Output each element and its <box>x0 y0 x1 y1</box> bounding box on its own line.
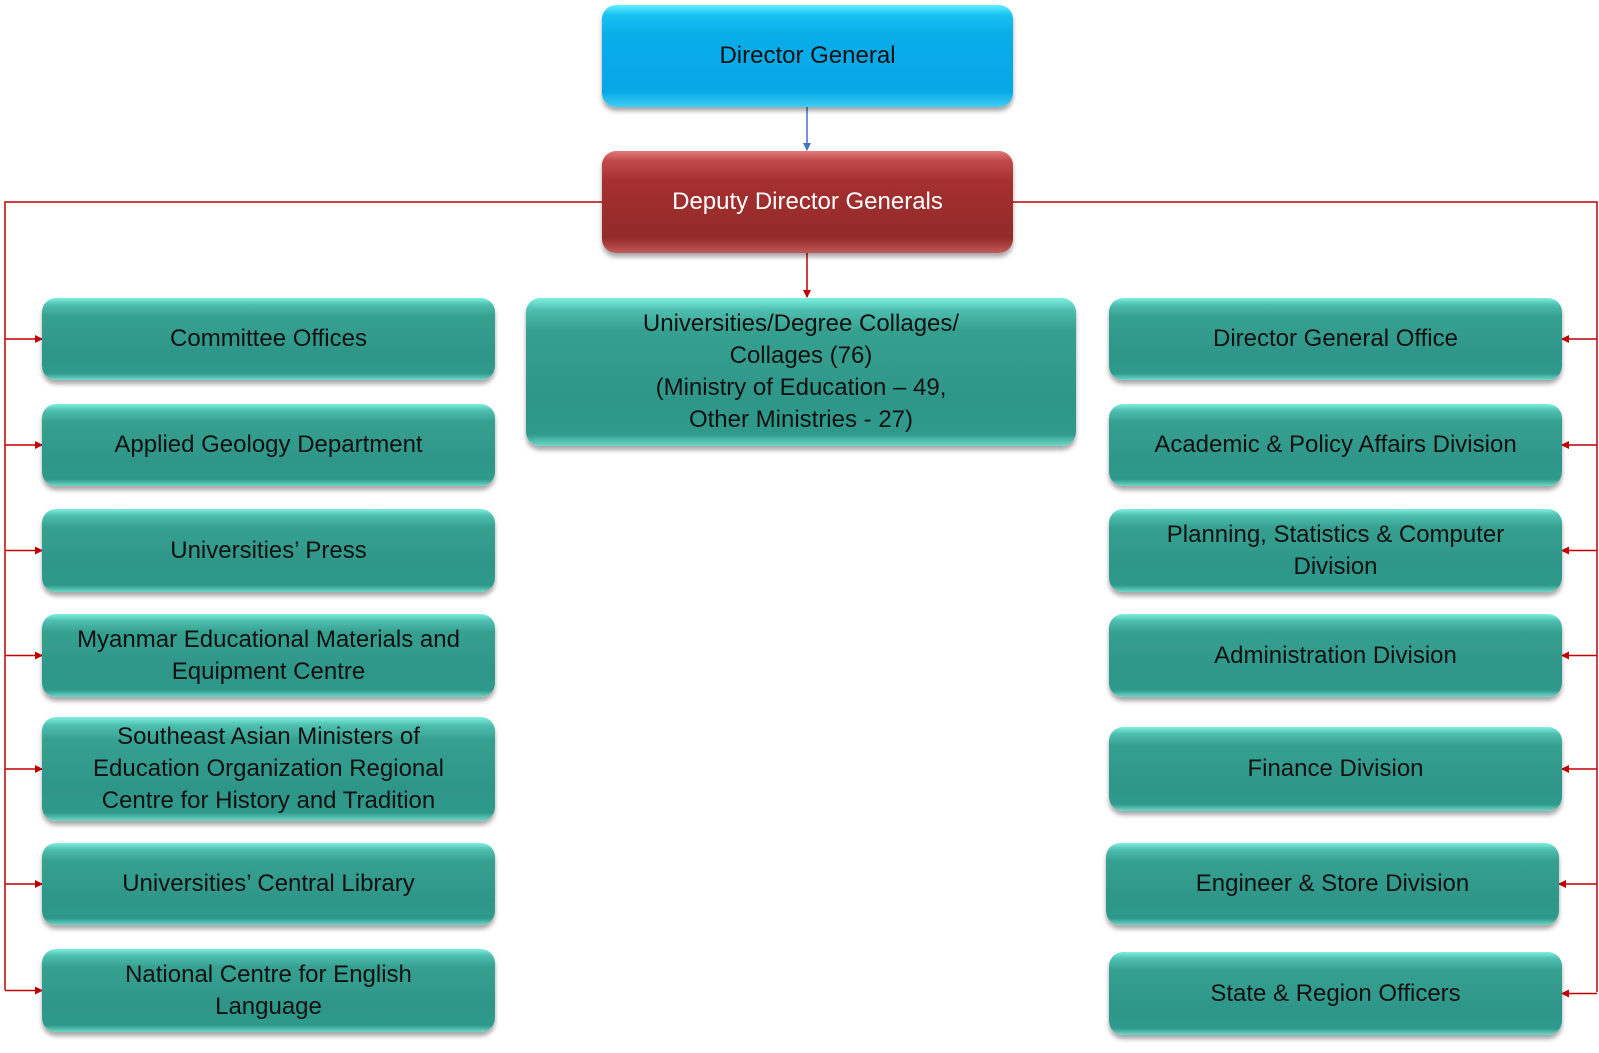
right-unit-box: Administration Division <box>1109 614 1562 697</box>
left-unit-box: Committee Offices <box>42 298 495 380</box>
universities-box: Universities/Degree Collages/ Collages (… <box>526 298 1076 446</box>
left-unit-box: Applied Geology Department <box>42 404 495 486</box>
right-unit-box: State & Region Officers <box>1109 952 1562 1035</box>
left-unit-box: Myanmar Educational Materials and Equipm… <box>42 614 495 697</box>
right-unit-box: Planning, Statistics & Computer Division <box>1109 509 1562 592</box>
director-general-box: Director General <box>602 5 1013 107</box>
left-unit-box: Southeast Asian Ministers of Education O… <box>42 717 495 821</box>
left-unit-box: National Centre for English Language <box>42 949 495 1032</box>
right-unit-box: Academic & Policy Affairs Division <box>1109 404 1562 486</box>
right-unit-box: Finance Division <box>1109 727 1562 811</box>
left-unit-box: Universities’ Central Library <box>42 843 495 925</box>
right-unit-box: Engineer & Store Division <box>1106 843 1559 925</box>
left-bus-connector <box>4 201 602 990</box>
right-bus-connector <box>1013 201 1598 992</box>
right-unit-box: Director General Office <box>1109 298 1562 380</box>
deputy-director-generals-box: Deputy Director Generals <box>602 151 1013 253</box>
left-unit-box: Universities’ Press <box>42 509 495 592</box>
